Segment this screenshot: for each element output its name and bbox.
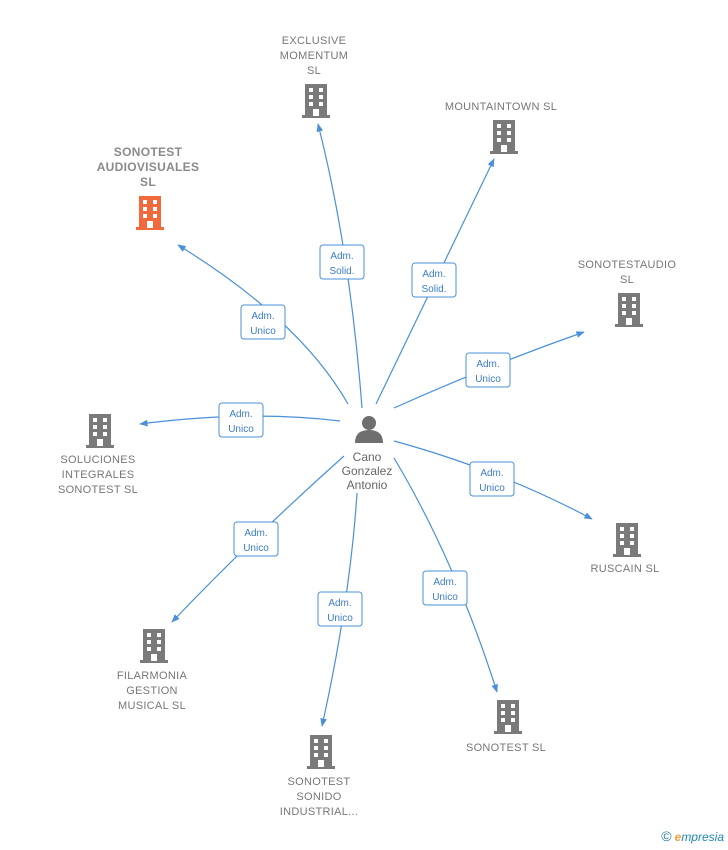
company-name-line: SL <box>620 274 634 286</box>
company-name-line: MOMENTUM <box>280 50 348 62</box>
company-node-soluciones[interactable]: SOLUCIONES INTEGRALES SONOTEST SL <box>58 414 138 496</box>
company-name-line: FILARMONIA <box>117 670 188 682</box>
role-badge-sonotestaudio[interactable]: Adm. Unico <box>465 352 511 388</box>
building-icon <box>615 293 643 327</box>
company-name-line: SONOTESTAUDIO <box>578 259 677 271</box>
center-node[interactable]: Cano Gonzalez Antonio <box>342 416 393 492</box>
role-badge-sonido[interactable]: Adm. Unico <box>317 591 363 627</box>
role-text-line: Adm. <box>433 577 456 588</box>
role-text-line: Unico <box>475 374 501 385</box>
edges-layer: Adm.Solid.Adm.Solid.Adm.UnicoAdm.UnicoAd… <box>139 123 593 727</box>
role-badge-box <box>233 521 279 557</box>
brand-name: mpresia <box>681 830 724 844</box>
role-text-line: Unico <box>327 613 353 624</box>
company-node-sonido[interactable]: SONOTEST SONIDO INDUSTRIAL... <box>280 735 358 818</box>
person-name-line-1: Cano <box>353 450 382 464</box>
company-name-line: SL <box>140 175 156 189</box>
role-text-line: Unico <box>250 326 276 337</box>
role-text-line: Adm. <box>328 598 351 609</box>
company-node-ruscain[interactable]: RUSCAIN SL <box>590 523 659 575</box>
role-badge-sonotest[interactable]: Adm. Unico <box>422 570 468 606</box>
building-icon <box>302 84 330 118</box>
company-name-line: EXCLUSIVE <box>282 35 346 47</box>
company-node-exclusive[interactable]: EXCLUSIVE MOMENTUM SL <box>280 35 348 118</box>
company-name-line: MUSICAL SL <box>118 700 186 712</box>
company-node-sonotest[interactable]: SONOTEST SL <box>466 700 546 754</box>
role-badge-box <box>218 402 264 438</box>
nodes-layer: EXCLUSIVE MOMENTUM SL MOUNTAINTOWN SL SONOTE… <box>58 35 676 818</box>
company-name-line: GESTION <box>126 685 178 697</box>
role-text-line: Unico <box>479 483 505 494</box>
role-badge-box <box>240 304 286 340</box>
building-icon <box>613 523 641 557</box>
building-icon <box>140 629 168 663</box>
role-badge-box <box>422 570 468 606</box>
company-name-line: AUDIOVISUALES <box>97 160 200 174</box>
person-name-line-3: Antonio <box>347 478 388 492</box>
company-name-line: INDUSTRIAL... <box>280 806 358 818</box>
company-name-line: SONOTEST SL <box>466 742 546 754</box>
role-text-line: Adm. <box>480 468 503 479</box>
company-name-line: SL <box>307 65 321 77</box>
edge-sonotest <box>393 457 498 693</box>
person-name-line-2: Gonzalez <box>342 464 393 478</box>
company-name-line: RUSCAIN SL <box>590 563 659 575</box>
building-icon <box>494 700 522 734</box>
role-badge-box <box>469 461 515 497</box>
building-icon <box>136 196 164 230</box>
role-text-line: Adm. <box>244 528 267 539</box>
role-badge-audiovisuales[interactable]: Adm. Unico <box>240 304 286 340</box>
building-icon <box>307 735 335 769</box>
building-icon <box>86 414 114 448</box>
role-text-line: Adm. <box>229 409 252 420</box>
company-name-line: MOUNTAINTOWN SL <box>445 101 557 113</box>
role-text-line: Adm. <box>251 311 274 322</box>
company-name-line: SONOTEST <box>114 145 183 159</box>
role-text-line: Solid. <box>421 284 446 295</box>
company-name-line: SONIDO <box>296 791 341 803</box>
role-text-line: Unico <box>243 543 269 554</box>
role-badge-filarmonia[interactable]: Adm. Unico <box>233 521 279 557</box>
role-text-line: Adm. <box>330 251 353 262</box>
role-badge-box <box>317 591 363 627</box>
person-icon <box>355 416 383 443</box>
role-text-line: Adm. <box>476 359 499 370</box>
role-badge-mountaintown[interactable]: Adm. Solid. <box>411 262 457 298</box>
building-icon <box>490 120 518 154</box>
company-name-line: INTEGRALES <box>62 469 135 481</box>
company-name-line: SOLUCIONES <box>60 454 135 466</box>
brand-footer[interactable]: ©empresia <box>661 828 724 844</box>
brand-logo-e: e <box>674 830 682 844</box>
role-badge-exclusive[interactable]: Adm. Solid. <box>319 244 365 280</box>
company-node-sonotestaudio[interactable]: SONOTESTAUDIO SL <box>578 259 677 327</box>
role-text-line: Solid. <box>329 266 354 277</box>
company-name-line: SONOTEST <box>288 776 351 788</box>
role-badge-soluciones[interactable]: Adm. Unico <box>218 402 264 438</box>
company-node-filarmonia[interactable]: FILARMONIA GESTION MUSICAL SL <box>117 629 188 712</box>
role-text-line: Unico <box>228 424 254 435</box>
role-badge-box <box>319 244 365 280</box>
role-text-line: Adm. <box>422 269 445 280</box>
role-text-line: Unico <box>432 592 458 603</box>
company-name-line: SONOTEST SL <box>58 484 138 496</box>
role-badge-box <box>411 262 457 298</box>
role-badge-ruscain[interactable]: Adm. Unico <box>469 461 515 497</box>
role-badge-box <box>465 352 511 388</box>
copyright-icon: © <box>661 828 672 844</box>
company-node-mountaintown[interactable]: MOUNTAINTOWN SL <box>445 101 557 154</box>
